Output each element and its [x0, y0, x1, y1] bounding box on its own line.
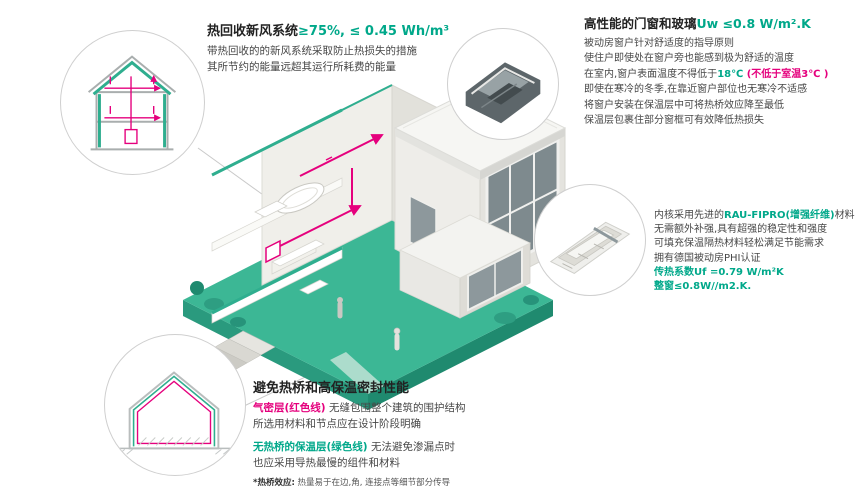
kitchen-counter — [271, 239, 329, 295]
person-inside — [337, 297, 343, 319]
windows-line5: 将窗户安装在保温层中可将热桥效应降至最低 — [584, 99, 784, 111]
frame-line1-green: RAU-FIPRO(增强纤维) — [724, 210, 835, 221]
thermal-airtight-line: 气密层(红色线) 无缝包围整个建筑的围护结构 — [253, 401, 593, 417]
thermal-footnote: *热桥效应: 热量易于在边,角, 连接点等细节部分传导 — [253, 476, 593, 488]
thermal-insulation-label: 无热桥的保温层(绿色线) — [253, 440, 368, 453]
frame-text: 内核采用先进的RAU-FIPRO(增强纤维)材料 无需额外补强,具有超强的稳定性… — [654, 209, 862, 294]
windows-text: 高性能的门窗和玻璃Uw ≤0.8 W/m².K 被动房窗户针对舒适度的指导原则 … — [584, 16, 862, 129]
windows-title-black: 高性能的门窗和玻璃 — [584, 16, 697, 31]
heat-recovery-title: 热回收新风系统≥75%, ≤ 0.45 Wh/m³ — [207, 24, 527, 40]
thermal-title: 避免热桥和高保温密封性能 — [253, 381, 410, 396]
frame-line3: 可填充保温隔热材料轻松满足节能需求 — [654, 238, 824, 250]
vanity — [254, 200, 288, 218]
windows-line6: 保温层包裹住部分窗框可有效降低热损失 — [584, 115, 764, 127]
frame-u-window: 整窗≤0.8W//m2.K. — [654, 280, 752, 292]
window-corner-diagram — [447, 28, 559, 140]
frame-line2: 无需额外补强,具有超强的稳定性和强度 — [654, 224, 828, 236]
windows-title-green: Uw ≤0.8 W/m².K — [696, 16, 811, 31]
heat-recovery-line2: 其所节约的能量远超其运行所耗费的能量 — [207, 61, 396, 73]
windows-line4: 即使在寒冷的冬季,在靠近窗户部位也无寒冷不适感 — [584, 84, 808, 96]
thermal-airtight-rest: 无缝包围整个建筑的围护结构 — [325, 402, 466, 415]
heat-recovery-line1: 带热回收的的新风系统采取防止热损失的措施 — [207, 45, 417, 58]
frame-line4: 拥有德国被动房PHI认证 — [654, 252, 761, 264]
thermal-airtight-label: 气密层(红色线) — [253, 402, 326, 415]
windows-line3: 在室内,窗户表面温度不得低于18℃ (不低于室温3℃ ) — [584, 67, 862, 83]
heat-recovery-title-green: ≥75%, ≤ 0.45 Wh/m³ — [298, 24, 450, 39]
heat-recovery-diagram — [60, 30, 205, 175]
frame-line1-pre: 内核采用先进的 — [654, 210, 724, 221]
windows-line3-temp: 18℃ — [717, 68, 744, 80]
thermal-insulation-line: 无热桥的保温层(绿色线) 无法避免渗漏点时 — [253, 440, 593, 456]
thermal-footnote-rest: 热量易于在边,角, 连接点等细节部分传导 — [294, 478, 451, 489]
frame-u-value: 传热系数Uf =0.79 W/m²K — [654, 266, 784, 278]
thermal-line4: 也应采用导热最慢的组件和材料 — [253, 456, 400, 469]
frame-line1: 内核采用先进的RAU-FIPRO(增强纤维)材料 — [654, 209, 862, 223]
windows-line3-note: (不低于室温3℃ ) — [743, 68, 829, 80]
thermal-bridge-diagram — [104, 334, 246, 476]
windows-line2: 使住户即使处在窗户旁也能感到极为舒适的温度 — [584, 53, 794, 65]
thermal-footnote-label: *热桥效应: — [253, 478, 295, 489]
thermal-insulation-rest: 无法避免渗漏点时 — [367, 440, 455, 453]
heat-recovery-text: 热回收新风系统≥75%, ≤ 0.45 Wh/m³ 带热回收的的新风系统采取防止… — [207, 24, 527, 76]
frame-profile-diagram — [534, 184, 646, 296]
garden-bushes — [190, 281, 539, 327]
ventilation-ducts — [265, 134, 384, 264]
thermal-text: 避免热桥和高保温密封性能 气密层(红色线) 无缝包围整个建筑的围护结构 所选用材… — [253, 381, 593, 488]
windows-line1: 被动房窗户针对舒适度的指导原则 — [584, 37, 734, 49]
heat-recovery-title-black: 热回收新风系统 — [207, 24, 299, 39]
windows-title: 高性能的门窗和玻璃Uw ≤0.8 W/m².K — [584, 16, 862, 32]
person-outside — [393, 327, 401, 351]
windows-line3-pre: 在室内,窗户表面温度不得低于 — [584, 68, 718, 80]
annex — [399, 214, 531, 319]
frame-line1-post: 材料 — [834, 210, 855, 221]
thermal-line2: 所选用材料和节点应在设计阶段明确 — [253, 418, 421, 430]
